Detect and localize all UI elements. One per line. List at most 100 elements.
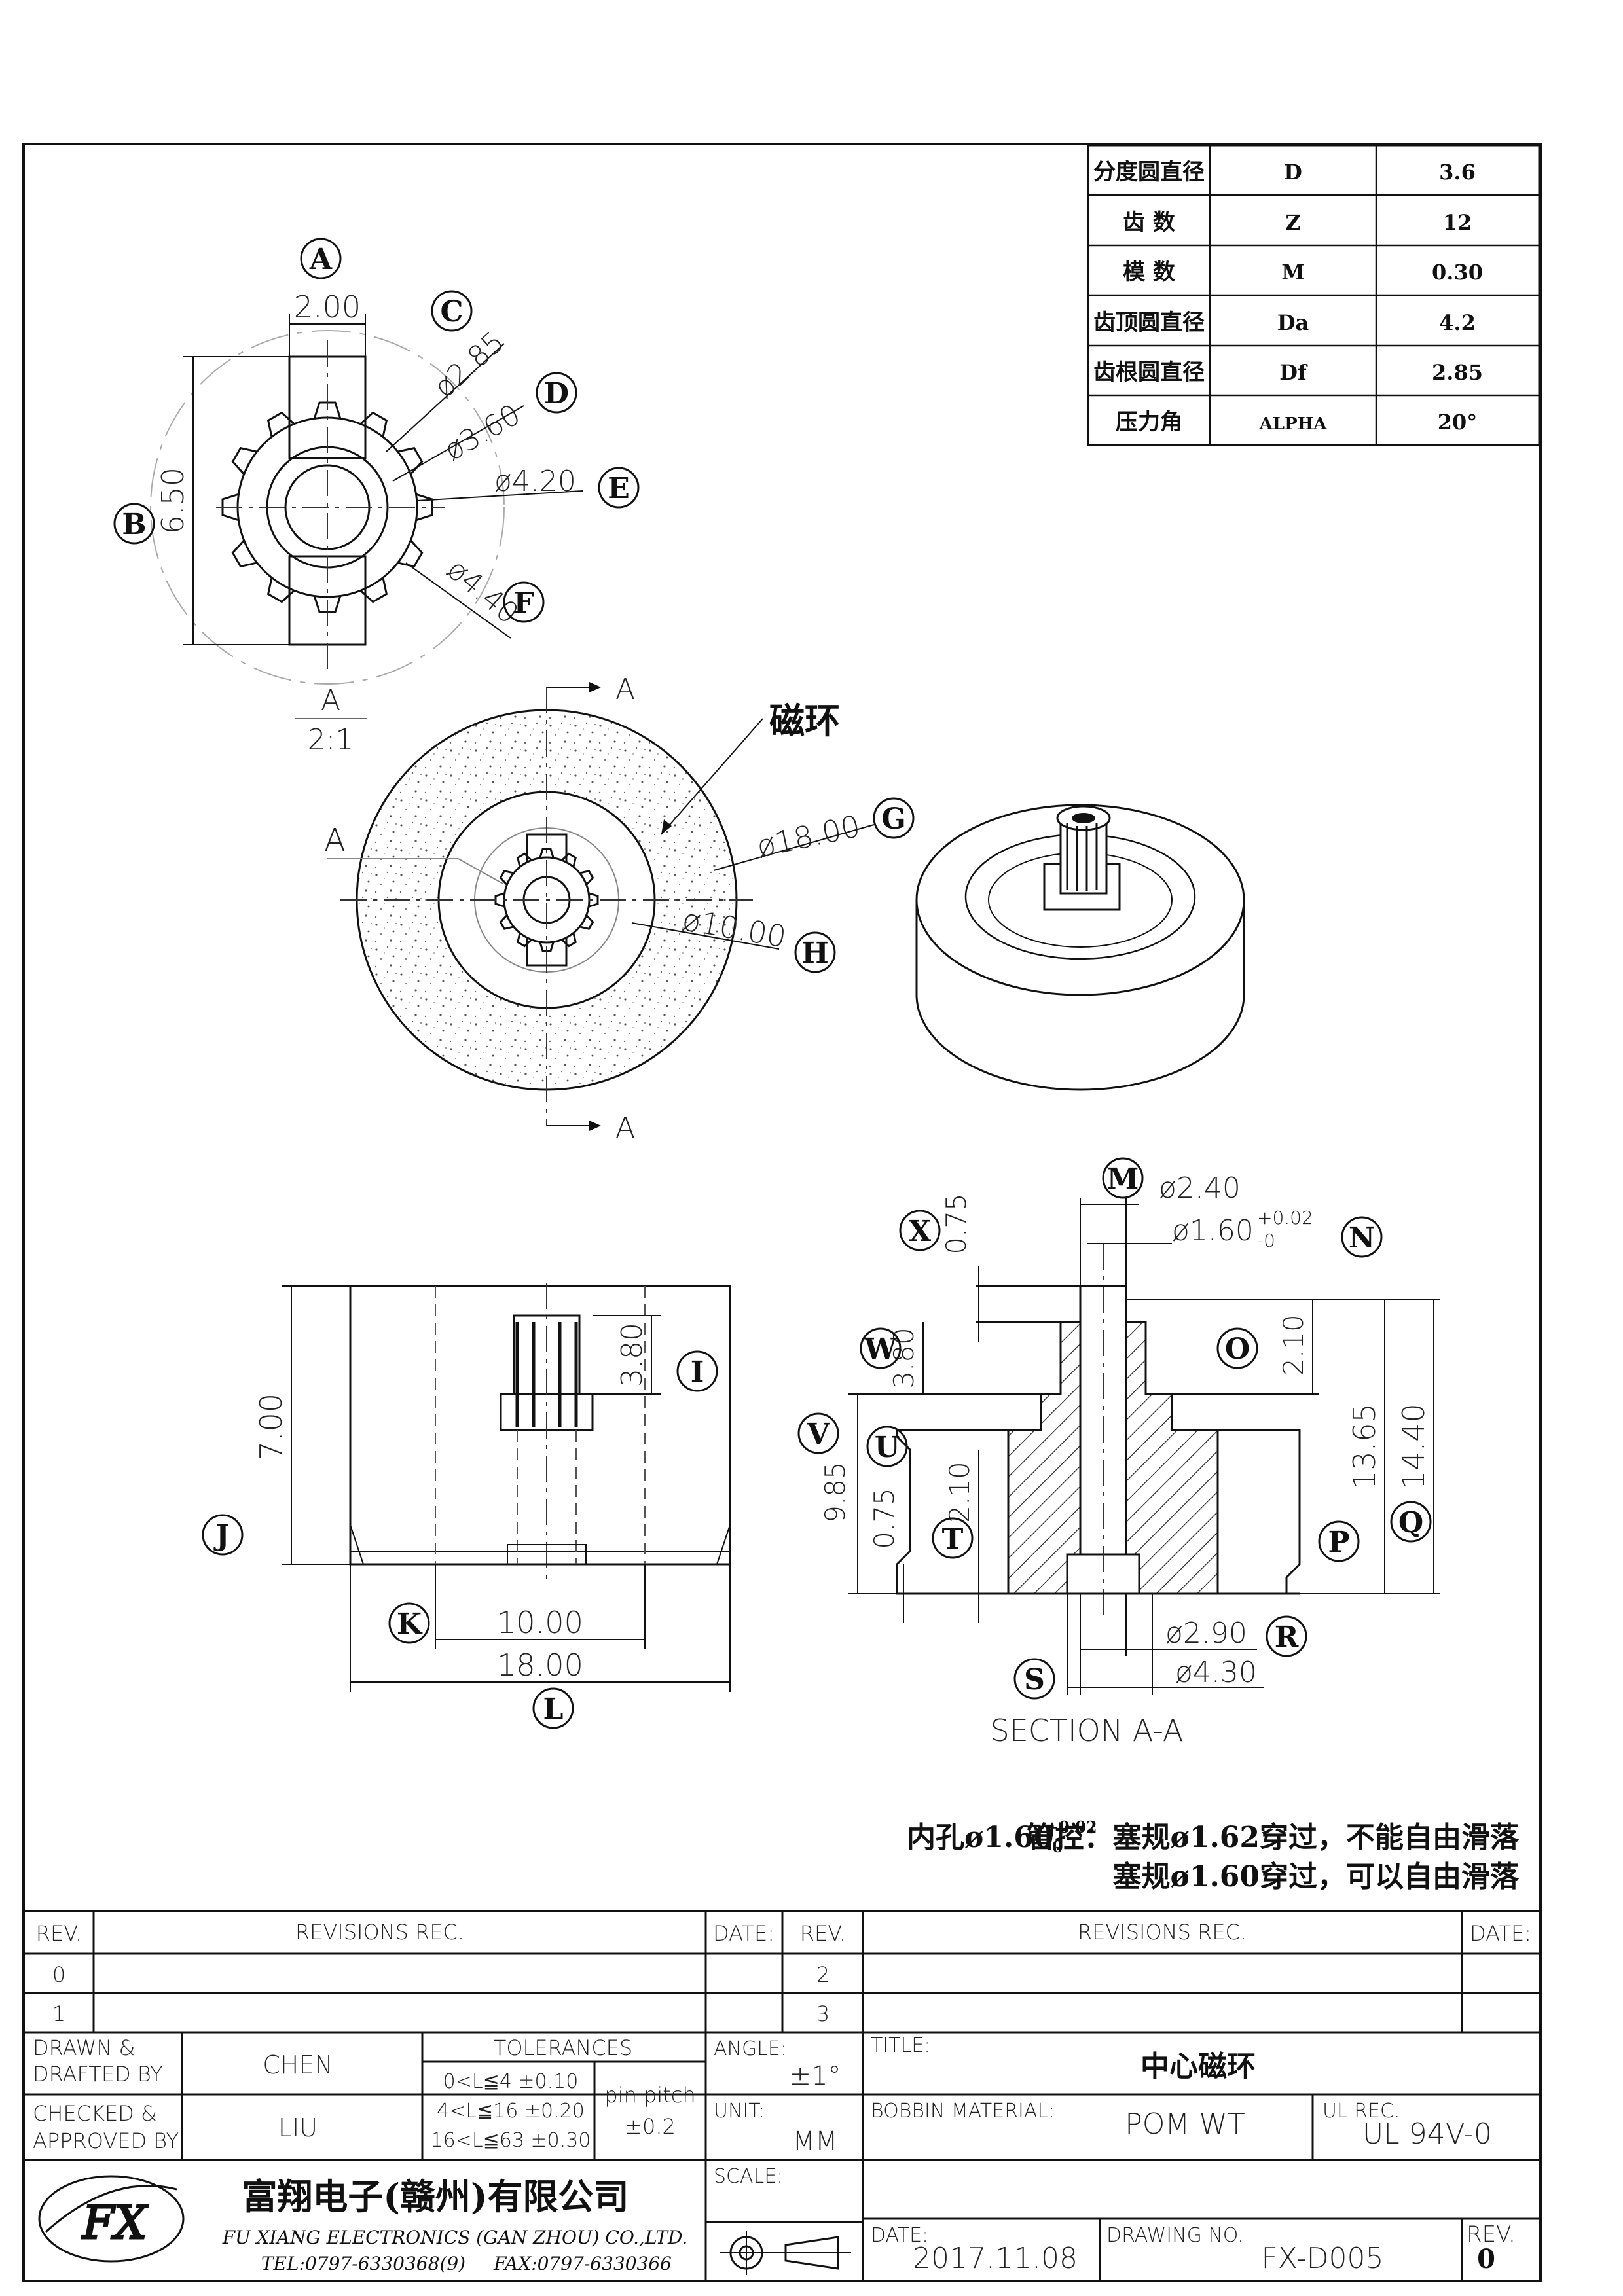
callout-letter: D [544,377,569,410]
dim-width: 2.00 [294,289,361,325]
callout-bubbles: A B C D E F G H I J K L M N O P Q R S T … [113,238,1432,1729]
dim-top-diameter: ø2.40 [1159,1172,1241,1205]
gear-row-name: 分度圆直径 [1093,159,1205,185]
checked-label-2: APPROVED BY [33,2128,179,2153]
pin-pitch: ±0.2 [625,2114,676,2139]
ul-value: UL 94V-0 [1362,2117,1492,2151]
dim-bottom-d2: ø4.30 [1175,1656,1257,1689]
callout-k: K [388,1602,430,1644]
company-logo: FX [38,2175,185,2263]
dim-d2: ø3.60 [439,398,526,468]
sheet-border [22,143,1542,2282]
rev-header: REV. [36,1921,82,1946]
gear-row-name: 模 数 [1123,259,1175,285]
callout-letter: O [1225,1333,1250,1366]
date-header: DATE: [1470,1921,1531,1946]
callout-m: M [1102,1157,1144,1199]
callout-e: E [598,467,640,509]
section-mark-top: A [615,673,635,706]
side-view: 3.80 7.00 10.00 18.00 [253,1283,731,1692]
bobbin-material: POM WT [1125,2108,1245,2141]
callout-d: D [536,372,577,414]
callout-j: J [202,1514,244,1556]
notes: 内孔ø1.60 +0.02 -0 管控：塞规ø1.62穿过，不能自由滑落 塞规ø… [907,1818,1520,1893]
callout-a: A [300,238,342,279]
detail-scale: 2:1 [308,723,354,757]
drawing-number: FX-D005 [1262,2242,1384,2275]
note-line1-sub: -0 [1046,1837,1063,1856]
dim-w: 3.80 [888,1327,920,1389]
gear-row-value: 20° [1438,410,1478,435]
dim-hole-diameter: ø1.60 [1172,1214,1254,1247]
dim-height: 6.50 [155,467,191,534]
dim-u: 0.75 [868,1488,900,1549]
gear-row-symbol: M [1281,260,1304,285]
callout-l: L [532,1687,574,1729]
callout-letter: P [1328,1526,1349,1559]
gear-row-name: 压力角 [1116,409,1182,435]
callout-letter: F [513,586,534,620]
unit-label: UNIT: [714,2100,765,2123]
detail-mark: A [324,822,346,859]
dim-gear-height: 3.80 [615,1323,649,1387]
gear-row-value: 12 [1443,210,1472,235]
gear-row-symbol: Z [1285,210,1300,235]
isometric-view [915,804,1245,1091]
rev-number: 2 [816,1962,830,1987]
drawing-date: 2017.11.08 [913,2242,1078,2275]
callout-n: N [1341,1216,1383,1258]
revisions-table: REV. REVISIONS REC. DATE: REV. REVISIONS… [25,1910,1539,2034]
drawing-no-label: DRAWING NO. [1106,2224,1244,2247]
callout-letter: L [543,1693,564,1726]
callout-q: Q [1390,1501,1432,1543]
detail-view-a: 2.00 6.50 ø2.85 ø3.60 ø4.20 ø4.40 A 2:1 [150,289,583,757]
dim-d1: ø2.85 [428,325,511,404]
approved-by: LIU [278,2113,318,2142]
rec-header: REVISIONS REC. [1078,1920,1247,1945]
callout-g: G [873,797,915,839]
tolerance-row: 4<L≦16 ±0.20 [437,2100,585,2123]
callout-letter: K [397,1607,423,1641]
callout-letter: Q [1398,1506,1423,1539]
note-line1-b: 管控：塞规ø1.62穿过，不能自由滑落 [1026,1821,1520,1854]
title-block: DRAWN & DRAFTED BY CHEN CHECKED & APPROV… [25,2032,1539,2281]
scale-label: SCALE: [714,2165,783,2188]
gear-row-name: 齿顶圆直径 [1093,310,1205,336]
callout-letter: V [807,1418,830,1451]
company-name-en: FU XIANG ELECTRONICS (GAN ZHOU) CO.,LTD. [222,2227,688,2248]
callout-x: X [899,1210,941,1251]
drawing-title: 中心磁环 [1140,2050,1256,2083]
rev-number: 1 [52,2001,65,2026]
dim-v: 9.85 [819,1462,851,1523]
callout-letter: A [309,243,333,276]
callout-r: R [1266,1615,1307,1657]
gear-row-symbol: Da [1277,310,1309,335]
callout-letter: C [440,295,463,329]
gear-row-name: 齿 数 [1123,209,1175,236]
section-mark-bottom: A [615,1111,635,1145]
drawn-label: DRAWN & [33,2036,135,2060]
callout-letter: M [1107,1162,1139,1196]
front-view: A A A 磁环 ø18.00 ø10.00 [324,673,875,1145]
dim-bottom-d1: ø2.90 [1165,1617,1247,1650]
tolerance-row: 0<L≦4 ±0.10 [443,2070,579,2093]
date-header: DATE: [713,1921,775,1946]
hole-tol-plus: +0.02 [1257,1207,1313,1229]
drawn-label-2: DRAFTED BY [33,2062,163,2087]
dim-inner-width: 10.00 [497,1605,583,1640]
company-tel: TEL:0797-6330368(9) [261,2253,465,2274]
gear-row-symbol: Df [1279,360,1308,385]
rev-header: REV. [800,1921,846,1946]
note-line1-sup: +0.02 [1046,1818,1097,1837]
drawn-by: CHEN [263,2051,333,2079]
callout-letter: W [864,1333,897,1366]
gear-row-value: 0.30 [1432,260,1483,285]
pin-pitch-label: pin pitch [604,2083,695,2108]
rev-label: REV. [1467,2221,1516,2248]
callout-letter: B [122,508,146,541]
callout-o: O [1216,1327,1258,1369]
callout-letter: X [909,1215,932,1248]
gear-row-name: 齿根圆直径 [1093,359,1205,386]
callout-letter: J [213,1519,230,1552]
rev-value: 0 [1477,2244,1495,2274]
